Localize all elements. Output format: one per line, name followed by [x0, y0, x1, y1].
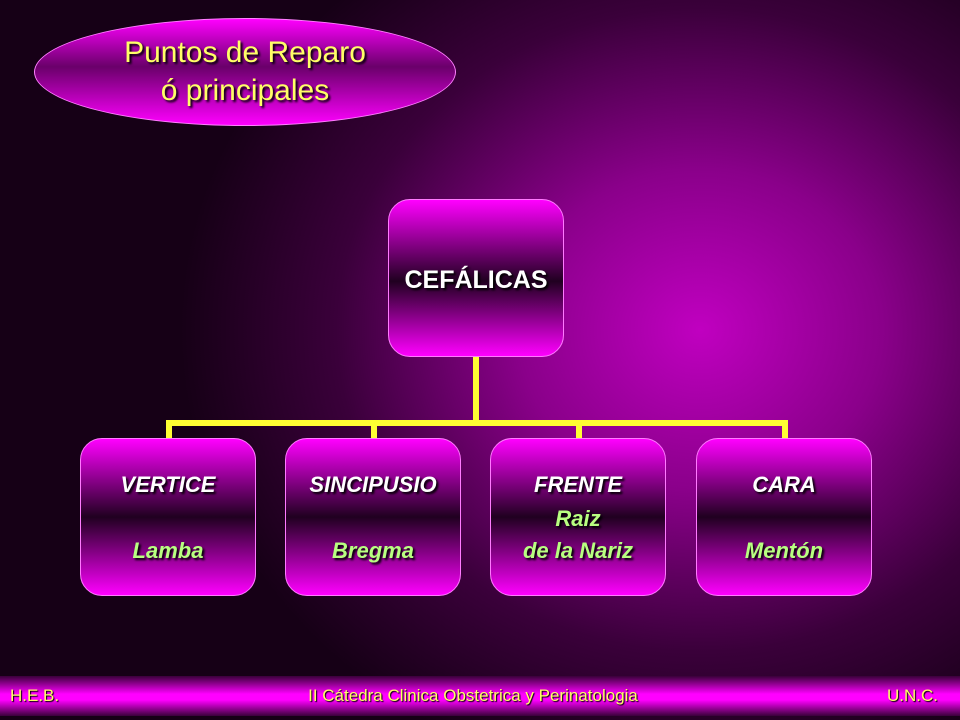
- root-node-label: CEFÁLICAS: [404, 266, 548, 294]
- child-sub-vertice: Lamba: [132, 538, 204, 563]
- child-title-cara: CARA: [752, 472, 816, 497]
- child-title-sincipusio: SINCIPUSIO: [309, 472, 437, 497]
- footer-bar: [0, 676, 960, 716]
- connector-drop-1: [166, 420, 172, 438]
- title-oval: [34, 18, 456, 126]
- footer-center: II Cátedra Clinica Obstetrica y Perinato…: [308, 686, 638, 705]
- child-title-vertice: VERTICE: [120, 472, 216, 497]
- connector-drop-4: [782, 420, 788, 438]
- child-sub-frente-line-1: Raiz: [555, 506, 601, 531]
- connector-vertical-root: [473, 357, 479, 424]
- connector-drop-2: [371, 420, 377, 438]
- child-node-box-vertice: [80, 438, 256, 596]
- page-title: Puntos de Reparo ó principales: [34, 34, 456, 110]
- footer-right: U.N.C.: [887, 686, 938, 705]
- connector-drop-3: [576, 420, 582, 438]
- child-node-box-frente: [490, 438, 666, 596]
- child-sub-cara: Mentón: [744, 538, 824, 563]
- child-sub-sincipusio: Bregma: [332, 538, 414, 563]
- root-node-box: [388, 199, 564, 357]
- connector-horizontal: [166, 420, 788, 426]
- title-line-2: ó principales: [160, 74, 330, 107]
- footer-left: H.E.B.: [10, 686, 60, 705]
- child-node-box-cara: [696, 438, 872, 596]
- child-sub-frente-line-2: de la Nariz: [522, 538, 634, 563]
- child-node-box-sincipusio: [285, 438, 461, 596]
- title-line-1: Puntos de Reparo: [124, 36, 366, 69]
- child-title-frente: FRENTE: [534, 472, 622, 497]
